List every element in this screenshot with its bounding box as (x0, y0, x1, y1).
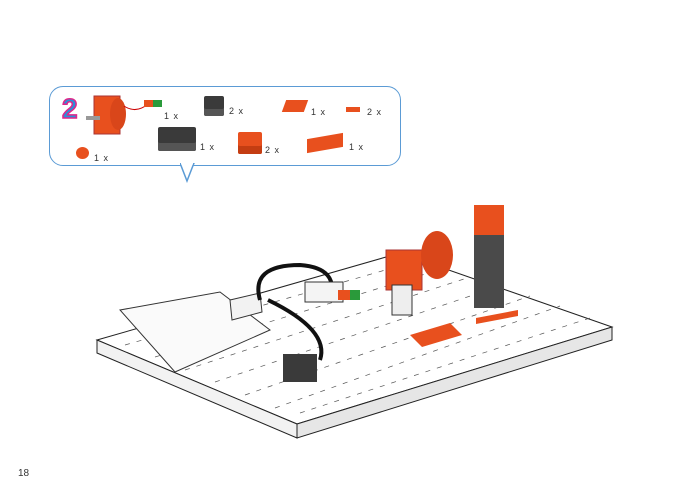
qty-red-connector: 2 x (367, 107, 383, 117)
qty-pulley: 1 x (94, 153, 110, 163)
pulley-image (76, 147, 89, 159)
step-number: 2 (61, 92, 78, 125)
black-block-15-image (204, 96, 224, 116)
red-connector-image (346, 107, 360, 112)
qty-red-block: 2 x (265, 145, 281, 155)
black-block-30-image (158, 127, 196, 151)
motor-part-image (86, 95, 162, 135)
callout-pointer (180, 163, 195, 183)
page-number: 18 (18, 468, 30, 479)
qty-motor: 1 x (164, 111, 180, 121)
qty-red-plate: 1 x (349, 142, 365, 152)
red-block-image (238, 132, 262, 154)
qty-black-block-30: 1 x (200, 142, 216, 152)
qty-red-angle: 1 x (311, 107, 327, 117)
qty-black-block-15: 2 x (229, 106, 245, 116)
